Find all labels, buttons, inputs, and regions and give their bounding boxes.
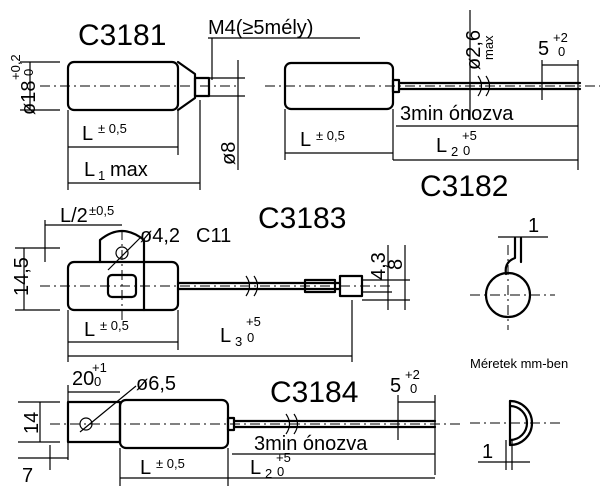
detail-top: 1: [470, 215, 555, 330]
c3182-l2-lower: 0: [463, 143, 470, 158]
c3182-l2-upper: +5: [462, 128, 477, 143]
c3182-l2-sub: 2: [451, 144, 458, 159]
c3184-l2-upper: +5: [276, 450, 291, 465]
c3181-l1: L: [84, 159, 95, 181]
c3183-l3-sub: 3: [235, 334, 242, 349]
c3184-drawing: C3184 20 +1 0 ø6,5 14 7 5 +2 0 3m: [18, 360, 460, 487]
detail-top-gap: 1: [528, 215, 539, 237]
c3184-l2: L: [250, 457, 261, 479]
c3184-lead-end: 5: [390, 375, 401, 397]
c3183-title: C3183: [258, 202, 346, 235]
c3182-wire-dia: ø2,6: [463, 30, 485, 70]
c3182-wire-dia-max: max: [481, 35, 496, 60]
units-note: Méretek mm-ben: [470, 356, 568, 371]
c3184-offset: 7: [22, 465, 33, 487]
c3184-lead-end-upper: +2: [405, 367, 420, 382]
c3181-stud-dia: ø8: [218, 142, 240, 165]
c3182-title: C3182: [420, 170, 508, 203]
c3184-l2-lower: 0: [277, 464, 284, 479]
c3182-lead-end: 5: [538, 38, 549, 60]
c3181-stud: [193, 76, 211, 98]
c3184-height: 14: [21, 412, 43, 434]
c3184-hole: ø6,5: [136, 373, 176, 395]
c3183-l3-upper: +5: [246, 314, 261, 329]
c3183-half-l-tol: ±0,5: [89, 203, 114, 218]
c3184-tab: [66, 400, 122, 444]
c3182-lead-end-lower: 0: [558, 44, 565, 59]
c3183-l3-lower: 0: [247, 330, 254, 345]
c3181-l1-sub: 1: [98, 168, 105, 183]
c3183-drawing: C3183 L/2 ±0,5 ø4,2 C11 14,5 4,3 8: [11, 202, 410, 362]
c3181-diameter-lower: 0: [21, 69, 36, 76]
c3184-title: C3184: [270, 376, 358, 409]
c3181-diameter-upper: +0,2: [8, 54, 23, 80]
c3182-tinned: 3min ónozva: [400, 103, 514, 125]
c3182-l2: L: [436, 135, 447, 157]
detail-top-tab: [504, 236, 517, 276]
c3184-length-tol: ± 0,5: [156, 456, 185, 471]
c3183-half-l: L/2: [60, 205, 88, 227]
c3184-tab-width-upper: +1: [92, 360, 107, 375]
c3182-drawing: ø2,6 max 5 +2 0 3min ónozva L ± 0,5 L 2 …: [265, 10, 600, 203]
detail-bottom-inner: [508, 404, 529, 442]
c3183-l3: L: [220, 325, 231, 347]
c3183-length: L: [84, 319, 95, 341]
c3182-length: L: [300, 129, 311, 151]
c3184-lead-end-lower: 0: [410, 381, 417, 396]
c3181-title: C3181: [78, 19, 166, 52]
c3182-length-tol: ± 0,5: [316, 128, 345, 143]
c3183-length-tol: ± 0,5: [100, 318, 129, 333]
c3181-diameter: ø18: [18, 81, 40, 115]
detail-bottom-gap: 1: [482, 441, 493, 463]
c3181-drawing: C3181 M4(≥5mély) ø18 +0,2 0 L ± 0,5 L 1 …: [8, 17, 360, 190]
c3183-hole: ø4,2: [140, 225, 180, 247]
c3183-lug-width: 8: [385, 259, 407, 270]
c3181-l1-max: max: [110, 159, 148, 181]
c3184-tab-width-lower: 0: [94, 374, 101, 389]
c3184-length: L: [140, 457, 151, 479]
c3183-lug-height: 4,3: [368, 252, 390, 280]
c3183-lug: [338, 274, 364, 298]
c3182-lead-end-upper: +2: [553, 30, 568, 45]
c3184-tab-width: 20: [72, 368, 94, 390]
c3183-fit: C11: [196, 225, 231, 247]
c3181-thread-label: M4(≥5mély): [208, 17, 313, 39]
c3183-crimp: [303, 278, 337, 294]
c3181-length-tol: ± 0,5: [98, 121, 127, 136]
c3181-length: L: [82, 123, 93, 145]
c3184-tinned: 3min ónozva: [254, 433, 368, 455]
c3184-l2-sub: 2: [265, 466, 272, 481]
c3183-height: 14,5: [11, 257, 33, 296]
detail-bottom: 1: [470, 399, 560, 470]
